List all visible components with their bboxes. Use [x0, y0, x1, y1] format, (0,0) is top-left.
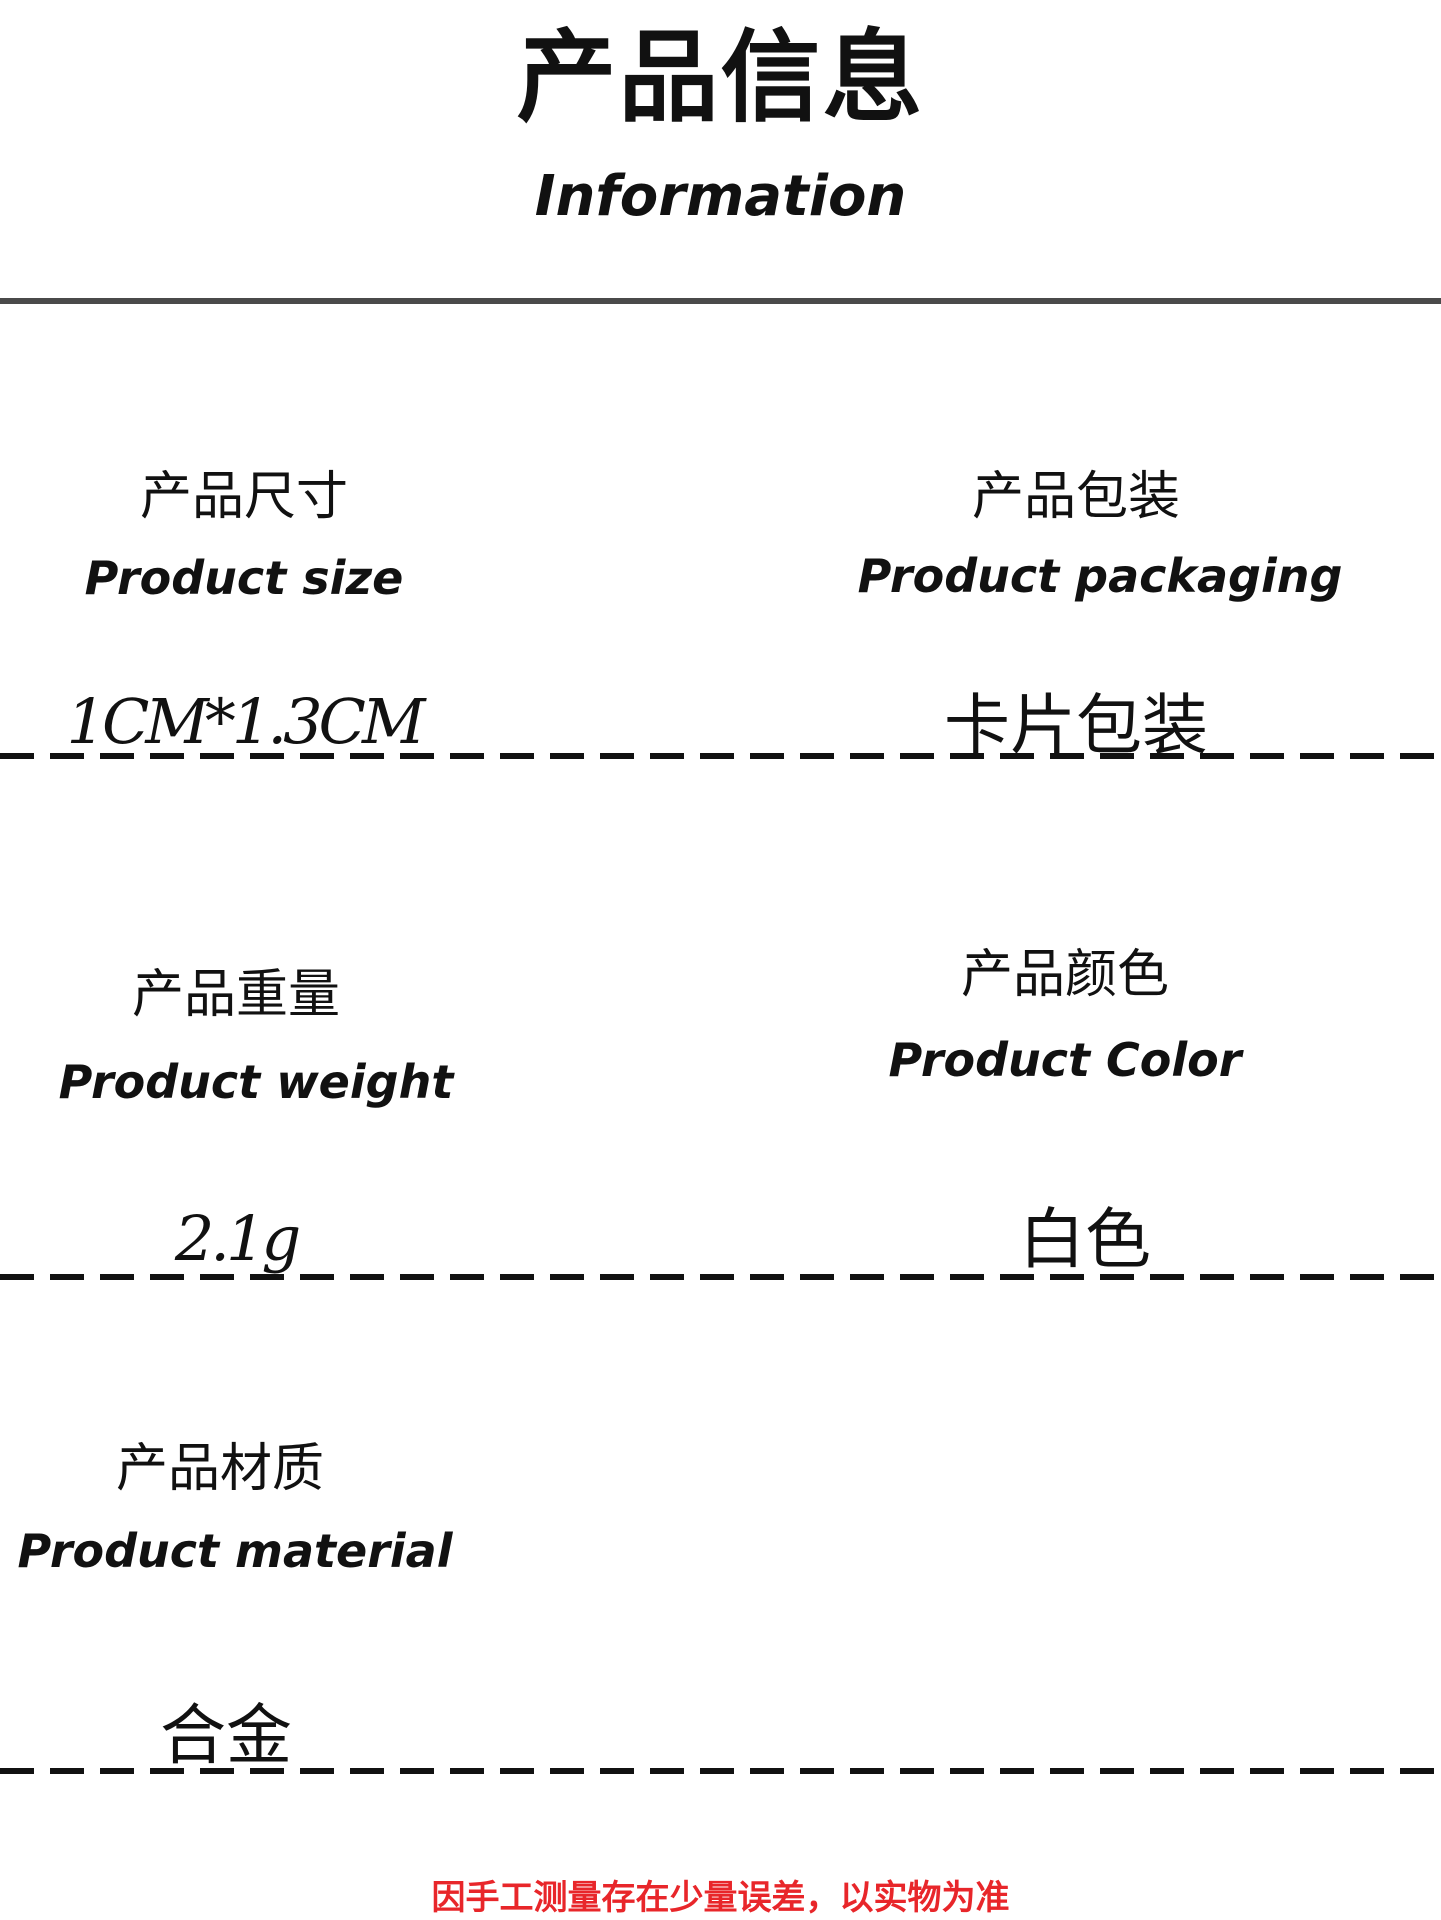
- packaging-value: 卡片包装: [944, 687, 1208, 764]
- color-label-cn: 产品颜色: [960, 945, 1169, 1005]
- color-label-en: Product Color: [888, 1033, 1242, 1087]
- divider-row-2: [0, 1274, 1441, 1280]
- color-value: 白色: [1019, 1201, 1151, 1278]
- page-title-cn: 产品信息: [516, 19, 925, 136]
- weight-label-cn: 产品重量: [131, 965, 340, 1025]
- divider-row-3: [0, 1768, 1441, 1774]
- weight-value: 2.1g: [174, 1202, 301, 1275]
- size-label-cn: 产品尺寸: [139, 467, 348, 527]
- page-title-en: Information: [534, 164, 907, 229]
- material-value: 合金: [160, 1697, 292, 1774]
- size-label-en: Product size: [84, 551, 404, 605]
- weight-label-en: Product weight: [58, 1055, 454, 1109]
- divider-row-1: [0, 753, 1441, 759]
- packaging-label-cn: 产品包装: [971, 467, 1180, 527]
- header-divider: [0, 298, 1441, 304]
- measurement-note: 因手工测量存在少量误差，以实物为准: [431, 1878, 1010, 1918]
- material-label-en: Product material: [17, 1524, 453, 1578]
- material-label-cn: 产品材质: [115, 1439, 324, 1499]
- packaging-label-en: Product packaging: [857, 549, 1343, 603]
- size-value: 1CM*1.3CM: [66, 685, 426, 758]
